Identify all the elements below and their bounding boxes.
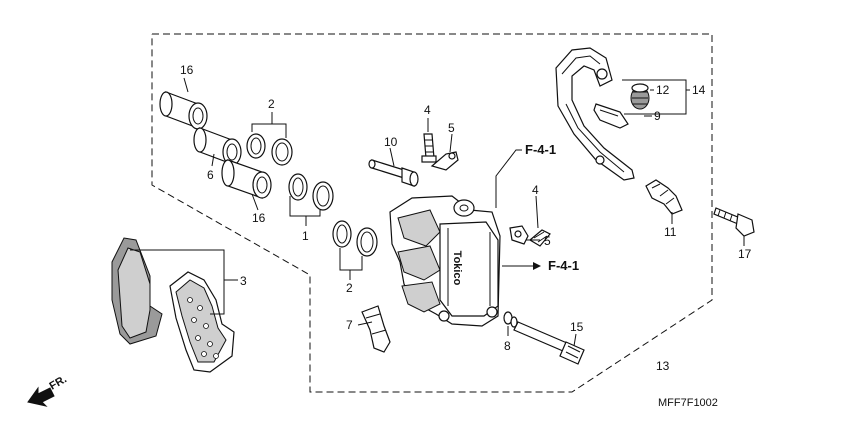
piston-6 bbox=[193, 127, 242, 166]
label-9: 9 bbox=[654, 109, 661, 123]
label-7: 7 bbox=[346, 318, 353, 332]
label-14: 14 bbox=[692, 83, 706, 97]
label-5-lower: 5 bbox=[544, 234, 551, 248]
pad-pin-plug-8 bbox=[503, 311, 518, 328]
assembly-boundary bbox=[151, 33, 713, 393]
label-15: 15 bbox=[570, 320, 584, 334]
caliper-marking: Tokico bbox=[451, 251, 463, 286]
label-10: 10 bbox=[384, 135, 398, 149]
bleeder-4-lower bbox=[528, 229, 551, 247]
label-12: 12 bbox=[656, 83, 670, 97]
piston-16-lower bbox=[221, 159, 272, 199]
label-2-lower: 2 bbox=[346, 281, 353, 295]
front-direction-arrow: FR. bbox=[27, 373, 69, 407]
pad-retainer-9 bbox=[593, 103, 629, 129]
caliper-body: Tokico bbox=[389, 195, 501, 327]
caliper-bracket bbox=[555, 47, 635, 181]
label-13: 13 bbox=[656, 359, 670, 373]
bolt-11 bbox=[645, 179, 683, 215]
bleeder-4-upper bbox=[421, 133, 437, 163]
part-labels: 16 6 16 2 1 2 3 10 4 5 4 5 7 8 15 12 14 … bbox=[180, 63, 752, 373]
pad-spring bbox=[361, 305, 391, 353]
label-2-upper: 2 bbox=[268, 97, 275, 111]
front-label: FR. bbox=[48, 373, 69, 392]
brake-pads bbox=[111, 237, 235, 373]
label-16-lower: 16 bbox=[252, 211, 266, 225]
label-11: 11 bbox=[664, 225, 677, 239]
reference-f-4-1-mid: F-4-1 bbox=[548, 258, 579, 273]
label-8: 8 bbox=[504, 339, 511, 353]
piston-group bbox=[159, 91, 272, 199]
label-17: 17 bbox=[738, 247, 752, 261]
pin-bolt-10 bbox=[368, 159, 419, 187]
diagram-code: MFF7F1002 bbox=[658, 397, 718, 409]
seal-rings bbox=[246, 133, 378, 257]
label-6: 6 bbox=[207, 168, 214, 182]
pad-pin-15 bbox=[513, 321, 585, 365]
bleeder-cap-5-lower bbox=[509, 225, 529, 245]
reference-f-4-1-top: F-4-1 bbox=[525, 142, 556, 157]
label-1: 1 bbox=[302, 229, 309, 243]
pin-boot-12 bbox=[630, 83, 650, 110]
label-16-upper: 16 bbox=[180, 63, 194, 77]
bleeder-cap-5-upper bbox=[430, 151, 459, 171]
label-3: 3 bbox=[240, 274, 247, 288]
bolt-17 bbox=[713, 207, 755, 237]
piston-16-upper bbox=[159, 91, 208, 130]
label-4-upper: 4 bbox=[424, 103, 431, 117]
leader-lines bbox=[130, 77, 745, 347]
label-4-lower: 4 bbox=[532, 183, 539, 197]
label-5-upper: 5 bbox=[448, 121, 455, 135]
